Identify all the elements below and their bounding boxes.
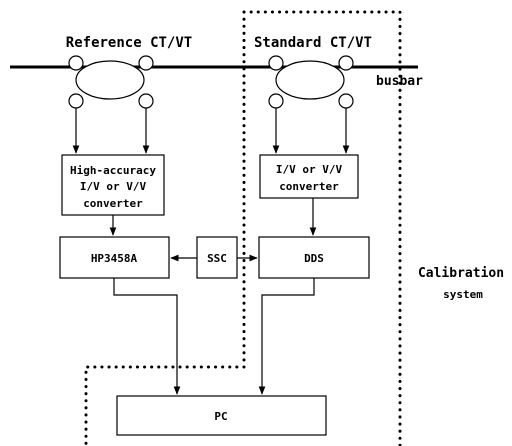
std-converter-line2: converter	[279, 180, 339, 193]
ref-converter-line3: converter	[83, 197, 143, 210]
ssc-label: SSC	[207, 252, 227, 265]
dds-to-pc-arrow	[258, 278, 315, 395]
calibration-label-line1: Calibration	[418, 266, 504, 281]
pc-box	[116, 395, 327, 436]
reference-ct-vt-symbol	[68, 55, 154, 109]
calibration-boundary	[84, 10, 402, 446]
reference-ct-vt-title: Reference CT/VT	[66, 35, 192, 51]
dds-label: DDS	[304, 252, 324, 265]
standard-ct-vt-symbol	[268, 55, 354, 109]
ref-converter-box	[61, 154, 165, 216]
pc-label: PC	[214, 410, 227, 423]
dds-box	[258, 236, 370, 279]
standard-ct-vt-title: Standard CT/VT	[254, 35, 372, 51]
ref-converter-line2: I/V or V/V	[80, 180, 147, 193]
std-converter-box	[259, 154, 359, 199]
hp-to-pc-arrow	[113, 278, 181, 395]
calibration-label-line2: system	[443, 288, 483, 301]
std-converter-line1: I/V or V/V	[276, 163, 343, 176]
hp3458a-box	[59, 236, 170, 279]
busbar-label: busbar	[376, 74, 423, 89]
hp3458a-label: HP3458A	[91, 252, 138, 265]
ref-converter-line1: High-accuracy	[70, 164, 156, 177]
